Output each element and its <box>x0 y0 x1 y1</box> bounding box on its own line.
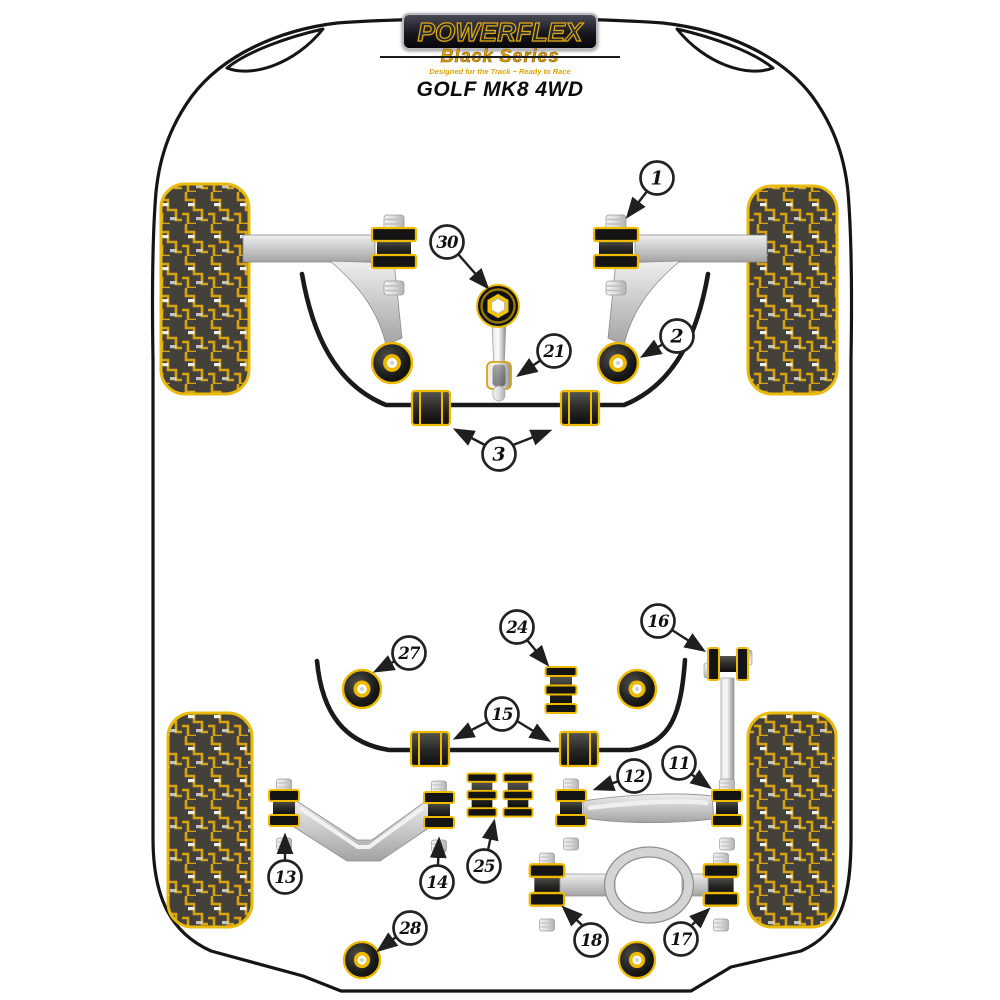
callout-28: 28 <box>392 910 428 946</box>
bushing-17 <box>702 852 740 932</box>
bushing-11 <box>711 778 743 851</box>
svg-text:21: 21 <box>542 342 564 361</box>
bushing-18 <box>528 852 566 932</box>
callout-16: 16 <box>640 603 676 639</box>
callout-arrows <box>276 189 712 953</box>
callout-14: 14 <box>419 864 455 900</box>
rear-track-rod <box>582 793 715 824</box>
lower-engine-mount-dogbone <box>476 284 520 402</box>
rear-anti-roll-bar <box>314 657 688 753</box>
svg-text:17: 17 <box>670 930 693 949</box>
svg-text:16: 16 <box>647 612 670 631</box>
vehicle-model-title: GOLF MK8 4WD <box>416 78 584 101</box>
svg-text:27: 27 <box>397 644 421 663</box>
front-arm-rear-bushing-left <box>370 341 414 385</box>
front-arb-bushing-right <box>559 389 601 427</box>
svg-text:12: 12 <box>623 767 645 786</box>
rear-arb-bushing-left <box>409 730 451 768</box>
car-body-outline <box>150 16 854 993</box>
callout-27: 27 <box>391 635 427 671</box>
svg-text:15: 15 <box>491 705 513 724</box>
callout-24: 24 <box>499 609 535 645</box>
callout-15: 15 <box>484 696 520 732</box>
callout-2: 2 <box>659 318 695 354</box>
callout-25: 25 <box>466 848 502 884</box>
svg-text:2: 2 <box>669 326 683 348</box>
rear-mount-bushing-28-right <box>617 940 657 980</box>
rear-arb-bushing-right <box>558 730 600 768</box>
bushing-24 <box>544 666 578 714</box>
svg-text:14: 14 <box>426 873 448 892</box>
svg-text:13: 13 <box>274 868 296 887</box>
callout-13: 13 <box>267 859 303 895</box>
rear-upright-link <box>720 677 735 795</box>
svg-text:28: 28 <box>398 919 422 938</box>
rear-lower-control-arm <box>559 846 709 924</box>
front-arm-rear-bushing-right <box>596 341 640 385</box>
svg-text:30: 30 <box>436 233 459 252</box>
rear-mount-bushing-28-left <box>342 940 382 980</box>
series-strike-line <box>380 56 620 59</box>
callout-18: 18 <box>573 922 609 958</box>
front-right-wishbone <box>607 234 768 346</box>
front-left-wishbone <box>242 234 403 346</box>
svg-text:1: 1 <box>650 168 663 190</box>
svg-text:3: 3 <box>492 444 505 466</box>
tire-rear-left <box>166 711 254 929</box>
bushing-25-right <box>502 772 534 818</box>
rear-tie-bar-v-arm <box>276 797 446 862</box>
tire-front-left <box>159 182 251 396</box>
right-mirror-shape <box>675 27 775 73</box>
front-anti-roll-bar <box>299 271 711 408</box>
rear-mount-bushing-27-right <box>616 668 658 710</box>
rear-link-upper-bushing <box>703 647 753 681</box>
front-arb-bushing-left <box>410 389 452 427</box>
powerflex-logo-plate: POWERFLEX <box>402 13 598 50</box>
tire-rear-right <box>746 711 838 929</box>
tagline: Designed for the Track ~ Ready to Race <box>429 67 571 76</box>
callout-3: 3 <box>481 436 517 472</box>
callout-11: 11 <box>661 745 697 781</box>
black-series-wordmark: Black Series <box>380 46 620 66</box>
callout-30: 30 <box>429 224 465 260</box>
callout-17: 17 <box>663 921 699 957</box>
svg-text:25: 25 <box>472 857 495 876</box>
header: POWERFLEX Black Series Designed for the … <box>380 13 620 102</box>
svg-text:24: 24 <box>505 618 528 637</box>
rear-mount-bushing-27-left <box>341 668 383 710</box>
bushing-12 <box>555 778 587 851</box>
bushing-25-left <box>466 772 498 818</box>
powerflex-wordmark: POWERFLEX <box>417 16 583 47</box>
tire-front-right <box>746 184 839 396</box>
svg-text:11: 11 <box>668 754 689 773</box>
callout-21: 21 <box>536 333 572 369</box>
svg-text:18: 18 <box>580 931 603 950</box>
callout-12: 12 <box>616 758 652 794</box>
callout-1: 1 <box>639 160 675 196</box>
left-mirror-shape <box>225 27 325 73</box>
